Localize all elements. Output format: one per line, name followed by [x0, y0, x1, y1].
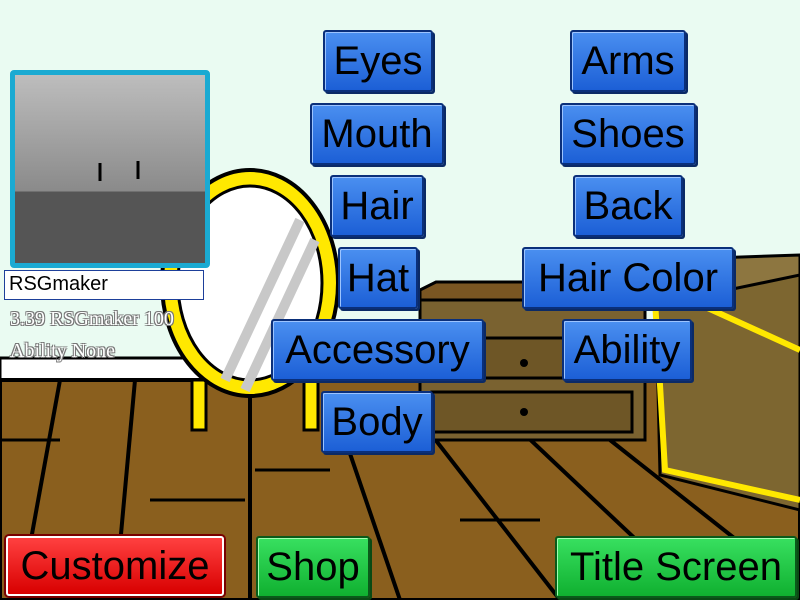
back-button[interactable]: Back [573, 175, 683, 237]
level-stat: 3.39 RSGmaker 100 [10, 308, 174, 330]
shoes-button[interactable]: Shoes [560, 103, 696, 165]
hair-button[interactable]: Hair [330, 175, 424, 237]
ability-stat: Ability None [10, 340, 115, 362]
character-name-field[interactable]: RSGmaker [4, 270, 204, 300]
accessory-button[interactable]: Accessory [271, 319, 484, 381]
customize-button[interactable]: Customize [6, 536, 224, 596]
body-button[interactable]: Body [321, 391, 433, 453]
character-preview [10, 70, 210, 268]
ability-button[interactable]: Ability [562, 319, 692, 381]
title-screen-button[interactable]: Title Screen [555, 536, 797, 598]
shop-button[interactable]: Shop [256, 536, 370, 598]
mouth-button[interactable]: Mouth [310, 103, 444, 165]
hat-button[interactable]: Hat [338, 247, 418, 309]
eyes-button[interactable]: Eyes [323, 30, 433, 92]
arms-button[interactable]: Arms [570, 30, 686, 92]
hair-color-button[interactable]: Hair Color [522, 247, 734, 309]
